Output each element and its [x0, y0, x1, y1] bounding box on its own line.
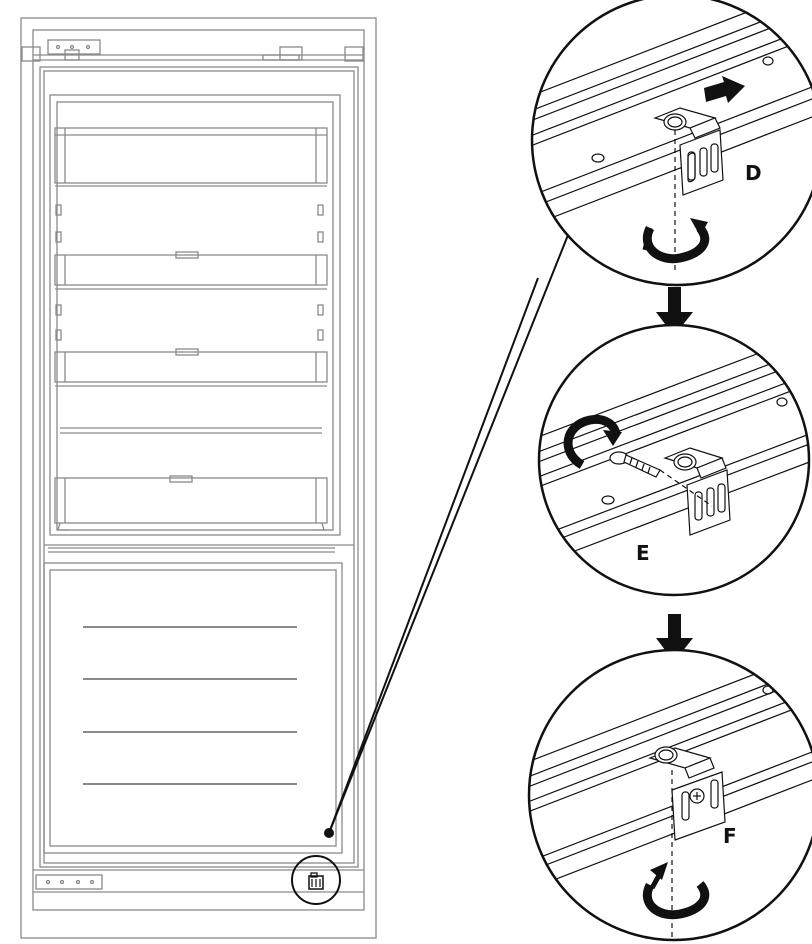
bracket-d	[653, 107, 724, 196]
crisper-drawer	[54, 477, 328, 524]
fridge-illustration	[20, 17, 377, 939]
shelf-2	[54, 254, 328, 286]
shelf-1	[54, 127, 328, 184]
door-outer	[39, 66, 359, 868]
callout-lines	[328, 229, 571, 834]
step-label-f: F	[723, 824, 737, 848]
rotate-counterclockwise-icon	[642, 862, 710, 920]
detail-circle-f: F	[527, 648, 812, 942]
bottom-hinge-left	[35, 874, 103, 890]
freezer-compartment	[43, 562, 343, 854]
arrow-right-icon	[704, 76, 745, 103]
bracket-f	[648, 747, 726, 841]
bracket-location-marker	[291, 855, 341, 905]
shelf-3	[54, 351, 328, 383]
fridge-compartment	[49, 94, 341, 536]
cabinet-outer	[20, 17, 377, 939]
detail-circle-e: E	[537, 323, 811, 597]
step-label-d: D	[745, 161, 762, 185]
detail-circle-d: D	[530, 0, 812, 287]
step-label-e: E	[636, 541, 650, 565]
rotate-counterclockwise-icon	[642, 218, 710, 264]
callout-dot	[324, 828, 334, 838]
screw-icon	[609, 451, 661, 478]
rotate-clockwise-icon	[563, 414, 622, 469]
top-hinge-left	[47, 39, 101, 55]
